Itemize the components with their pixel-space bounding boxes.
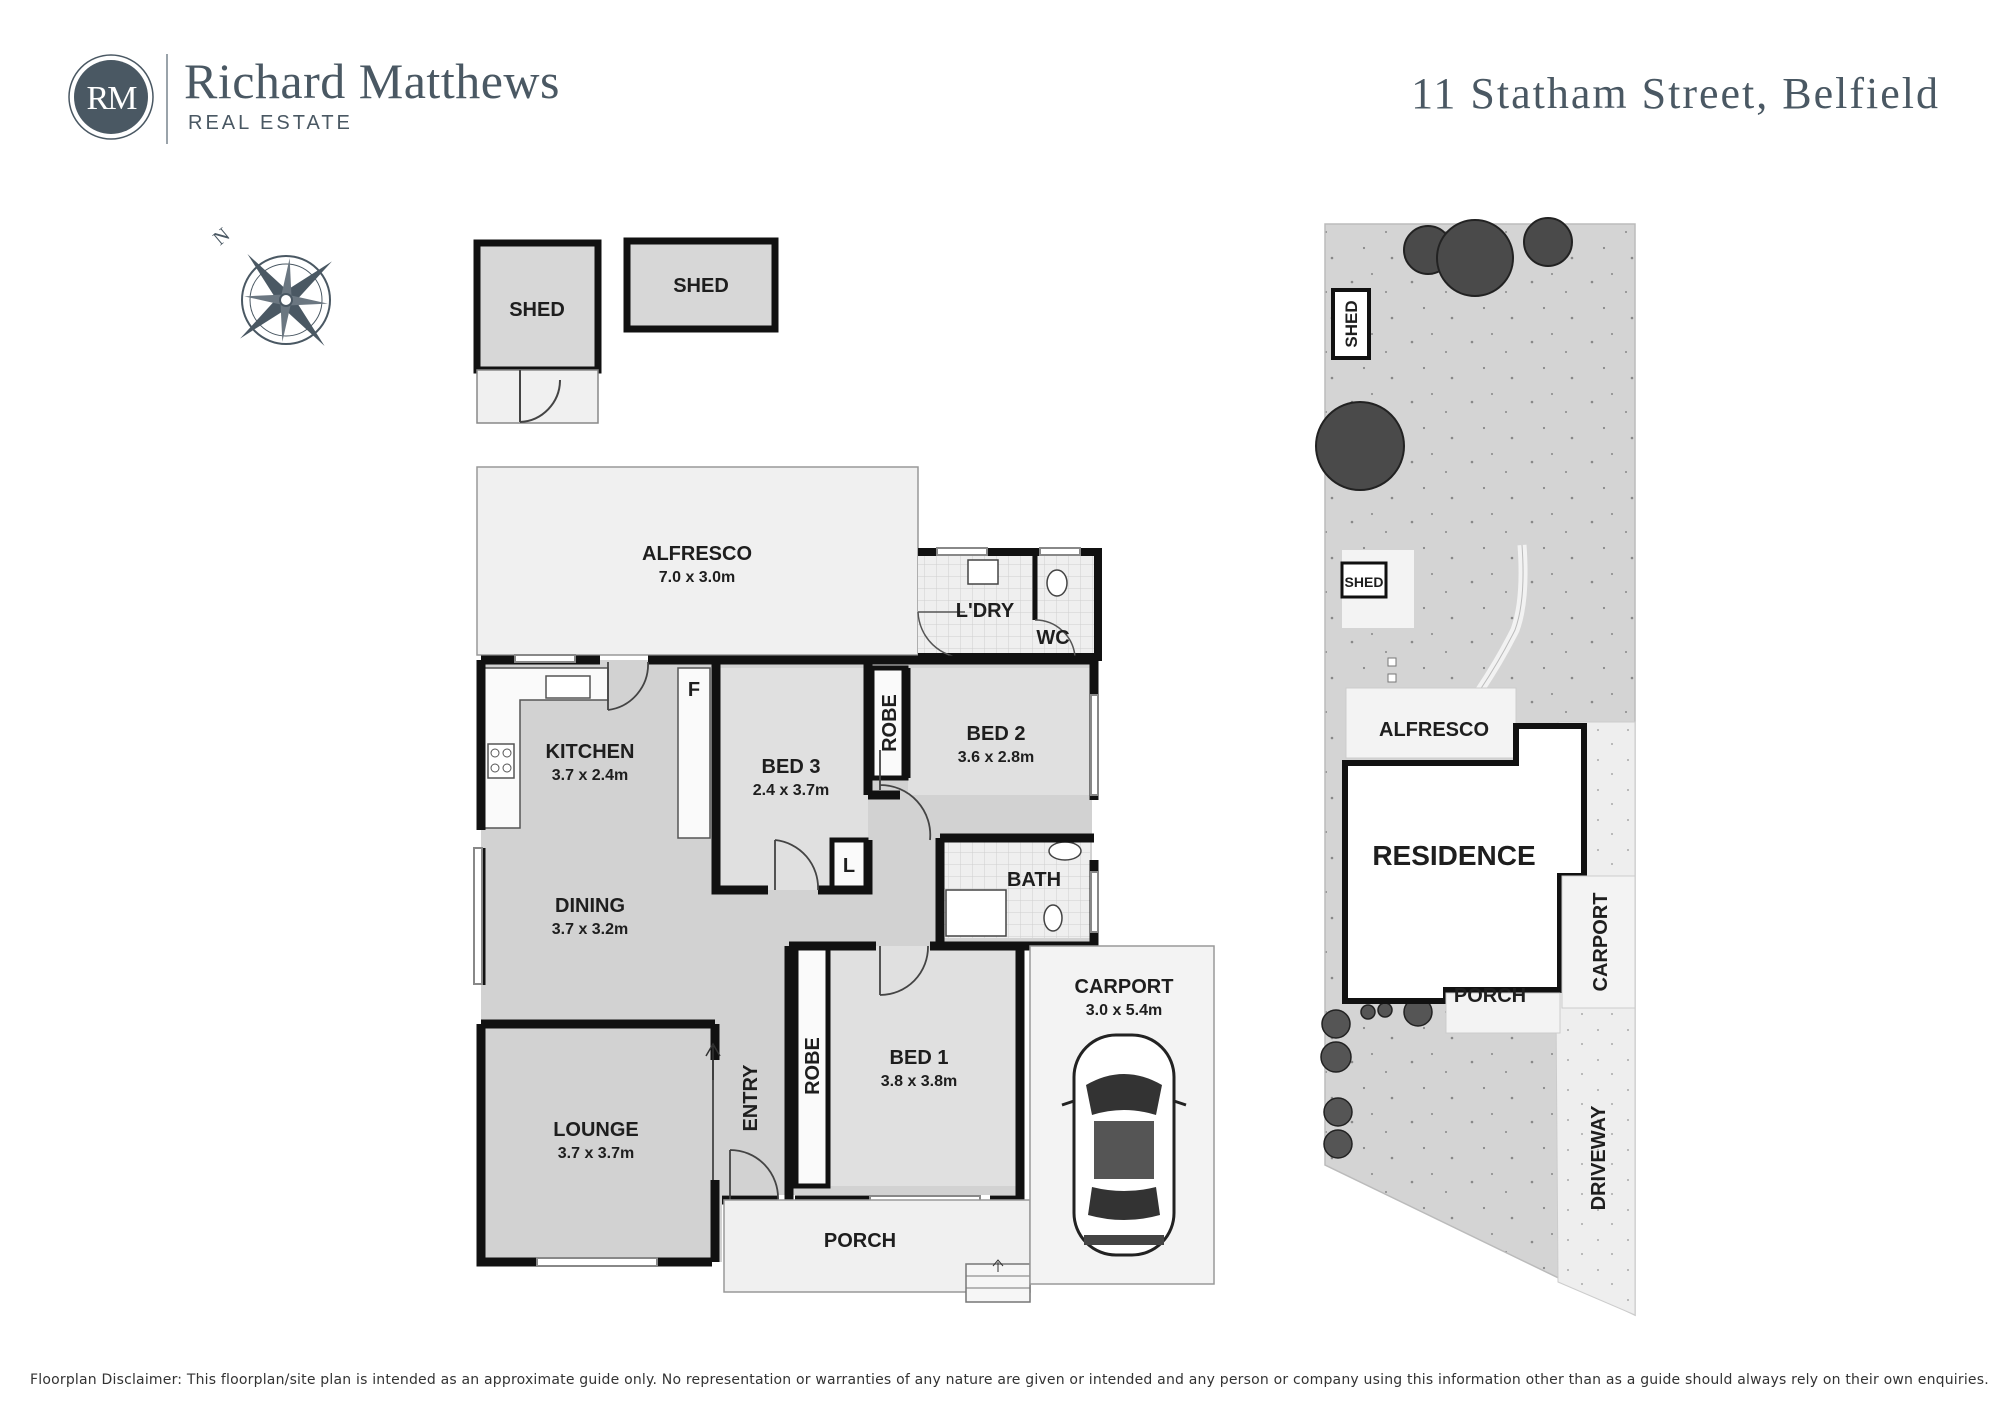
compass-north-label: N <box>209 224 234 250</box>
bed3-label: BED 3 <box>762 756 821 778</box>
shed-1: SHED <box>473 239 602 424</box>
linen-label: L <box>843 855 855 877</box>
carport-area: CARPORT 3.0 x 5.4m <box>1029 945 1215 1285</box>
floor-plan: SHED SHED ALFRESCO 7.0 x 3.0m <box>473 237 1215 1303</box>
site-shed-mid-label: SHED <box>1345 574 1384 590</box>
alfresco-area: ALFRESCO 7.0 x 3.0m <box>476 466 919 656</box>
brand-logo-icon: RM <box>68 54 154 140</box>
bed1-room <box>828 946 1018 1186</box>
site-shed-top <box>1331 288 1371 360</box>
carport-label: CARPORT <box>1075 976 1174 998</box>
floorplan-disclaimer: Floorplan Disclaimer: This floorplan/sit… <box>30 1372 1989 1388</box>
lounge-label: LOUNGE <box>553 1119 639 1141</box>
robe-bed1-label: ROBE <box>802 1037 824 1095</box>
bath-label: BATH <box>1007 869 1061 891</box>
laundry-label: L'DRY <box>956 600 1015 622</box>
kitchen-label: KITCHEN <box>546 741 635 763</box>
site-carport-label: CARPORT <box>1590 893 1612 992</box>
site-shed-top-label: SHED <box>1342 300 1361 347</box>
wc-label: WC <box>1036 627 1069 649</box>
site-porch <box>1445 992 1561 1034</box>
dining-size: 3.7 x 3.2m <box>552 921 629 938</box>
site-shed-mid <box>1340 561 1388 599</box>
site-residence-label: RESIDENCE <box>1372 840 1535 871</box>
site-alfresco-label: ALFRESCO <box>1379 719 1489 741</box>
robe-bed2-label: ROBE <box>879 694 901 752</box>
kitchen-size: 3.7 x 2.4m <box>552 767 629 784</box>
fridge-label: F <box>688 679 700 701</box>
shrub-icon <box>1320 997 1433 1159</box>
bed3-size: 2.4 x 3.7m <box>753 782 830 799</box>
brand-monogram: RM <box>87 80 138 117</box>
carport-size: 3.0 x 5.4m <box>1086 1002 1163 1019</box>
brand-divider <box>166 54 168 144</box>
entry-label: ENTRY <box>740 1064 762 1132</box>
bed2-room <box>908 668 1092 795</box>
porch-label: PORCH <box>824 1230 896 1252</box>
site-carport <box>1561 875 1636 1009</box>
bed1-size: 3.8 x 3.8m <box>881 1073 958 1090</box>
shed-1-label: SHED <box>509 299 565 321</box>
site-alfresco <box>1345 687 1517 759</box>
site-residence <box>1342 723 1587 1004</box>
shed-2: SHED <box>623 237 779 333</box>
tree-icon <box>1315 217 1573 491</box>
bed1-label: BED 1 <box>890 1047 949 1069</box>
laundry-wc: L'DRY WC <box>917 548 1102 661</box>
porch-area: PORCH <box>723 1199 1031 1303</box>
compass-icon: N <box>209 224 332 346</box>
alfresco-size: 7.0 x 3.0m <box>659 569 736 586</box>
dining-label: DINING <box>555 895 625 917</box>
bed2-label: BED 2 <box>967 723 1026 745</box>
bed2-size: 3.6 x 2.8m <box>958 749 1035 766</box>
lounge-size: 3.7 x 3.7m <box>558 1145 635 1162</box>
site-plan: SHED SHED ALFRESCO RESIDENCE PORCH CARPO… <box>1315 217 1636 1317</box>
car-icon <box>1061 1033 1187 1257</box>
property-address: 11 Statham Street, Belfield <box>1411 69 1940 118</box>
alfresco-label: ALFRESCO <box>642 543 752 565</box>
site-driveway-label: DRIVEWAY <box>1588 1105 1610 1211</box>
lounge-room <box>481 1024 715 1262</box>
site-porch-label: PORCH <box>1454 985 1526 1007</box>
shed-2-label: SHED <box>673 275 729 297</box>
brand-subtitle: REAL ESTATE <box>188 112 353 134</box>
brand-name: Richard Matthews <box>184 53 560 109</box>
